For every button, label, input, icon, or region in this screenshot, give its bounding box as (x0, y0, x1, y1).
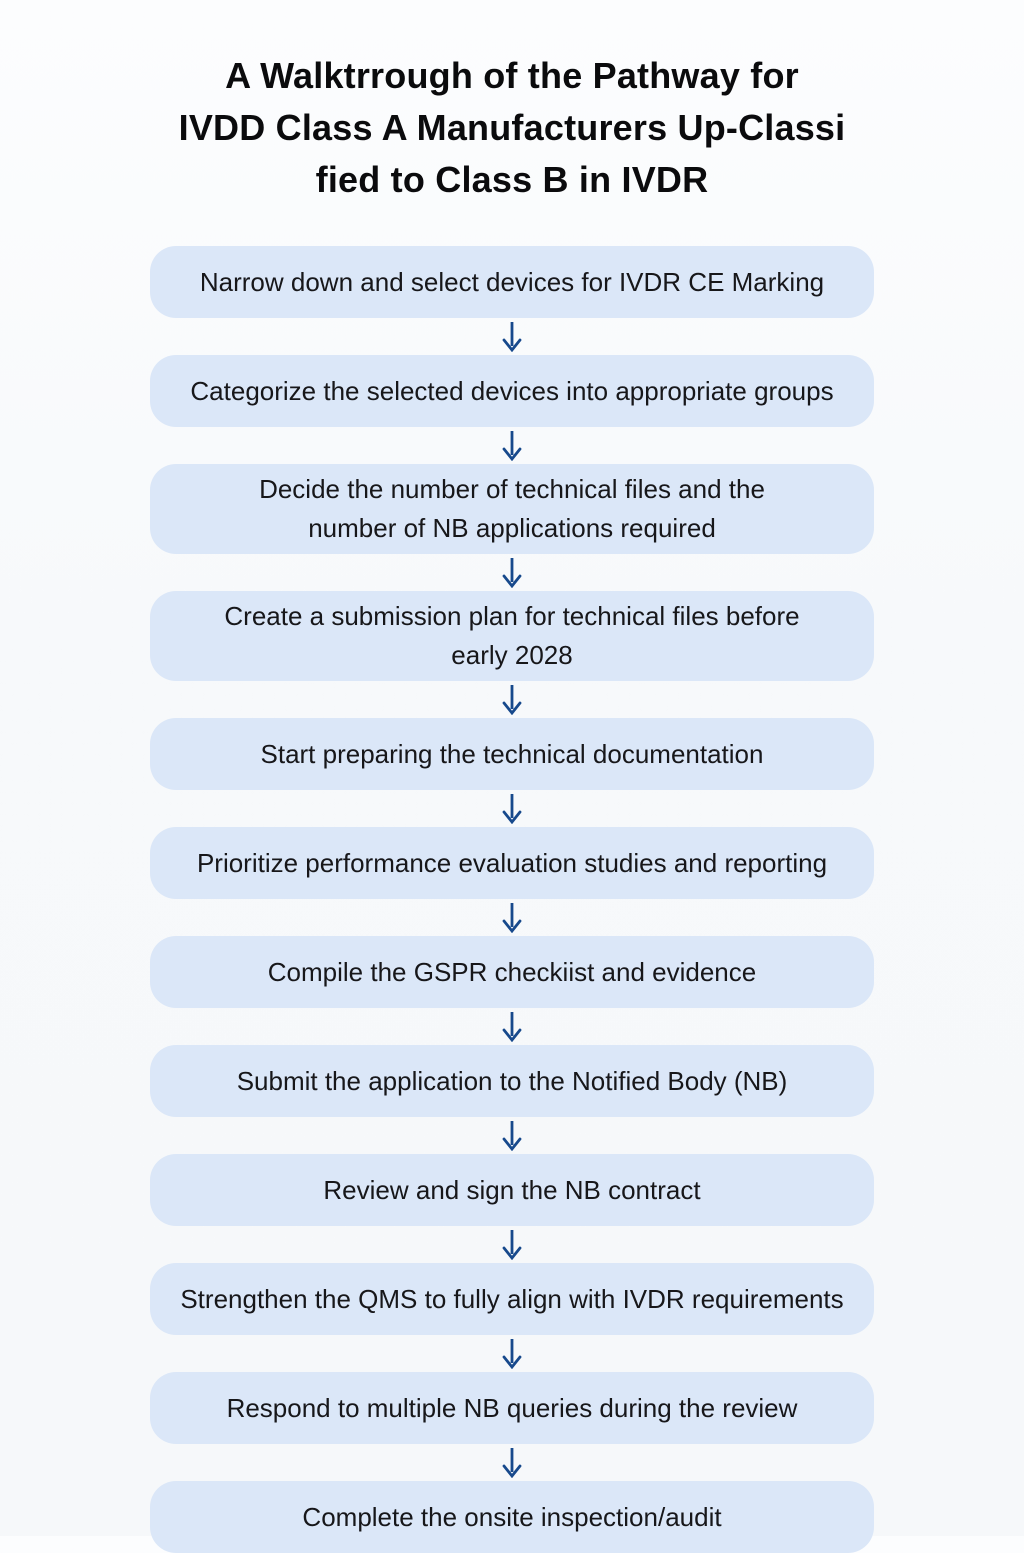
flow-step-label: Decide the number of technical files and… (259, 474, 765, 543)
flow-step-label: Create a submission plan for technical f… (224, 601, 800, 670)
flow-step-7: Compile the GSPR checkiist and evidence (150, 936, 874, 1008)
flow-step-6: Prioritize performance evaluation studie… (150, 827, 874, 899)
down-arrow-icon (500, 681, 524, 718)
flow-step-label: Respond to multiple NB queries during th… (226, 1392, 798, 1423)
flow-step-label: Submit the application to the Notified B… (236, 1065, 788, 1096)
flow-step-3: Decide the number of technical files and… (150, 464, 874, 554)
down-arrow-icon (500, 1444, 524, 1481)
flow-step-label: Categorize the selected devices into app… (190, 375, 834, 406)
flow-step-label: Compile the GSPR checkiist and evidence (267, 956, 757, 987)
flow-step-label: Strengthen the QMS to fully align with I… (180, 1283, 844, 1314)
flow-step-label: Start preparing the technical documentat… (260, 738, 764, 769)
flowchart: Narrow down and select devices for IVDR … (150, 246, 874, 1553)
down-arrow-icon (500, 554, 524, 591)
down-arrow-icon (500, 1008, 524, 1045)
down-arrow-icon (500, 790, 524, 827)
down-arrow-icon (500, 318, 524, 355)
down-arrow-icon (500, 1226, 524, 1263)
flow-step-10: Strengthen the QMS to fully align with I… (150, 1263, 874, 1335)
flow-step-8: Submit the application to the Notified B… (150, 1045, 874, 1117)
down-arrow-icon (500, 1335, 524, 1372)
down-arrow-icon (500, 1117, 524, 1154)
flow-step-label: Complete the onsite inspection/audit (302, 1501, 722, 1532)
flow-step-label: Review and sign the NB contract (323, 1174, 701, 1205)
flow-step-label: Narrow down and select devices for IVDR … (199, 266, 825, 297)
flow-step-11: Respond to multiple NB queries during th… (150, 1372, 874, 1444)
flow-step-4: Create a submission plan for technical f… (150, 591, 874, 681)
flow-step-2: Categorize the selected devices into app… (150, 355, 874, 427)
flow-step-5: Start preparing the technical documentat… (150, 718, 874, 790)
page-title: A Walktrrough of the Pathway for IVDD Cl… (178, 55, 846, 200)
flow-step-label: Prioritize performance evaluation studie… (196, 847, 828, 878)
flow-step-9: Review and sign the NB contract (150, 1154, 874, 1226)
flow-step-1: Narrow down and select devices for IVDR … (150, 246, 874, 318)
flow-step-12: Complete the onsite inspection/audit (150, 1481, 874, 1553)
down-arrow-icon (500, 427, 524, 464)
down-arrow-icon (500, 899, 524, 936)
